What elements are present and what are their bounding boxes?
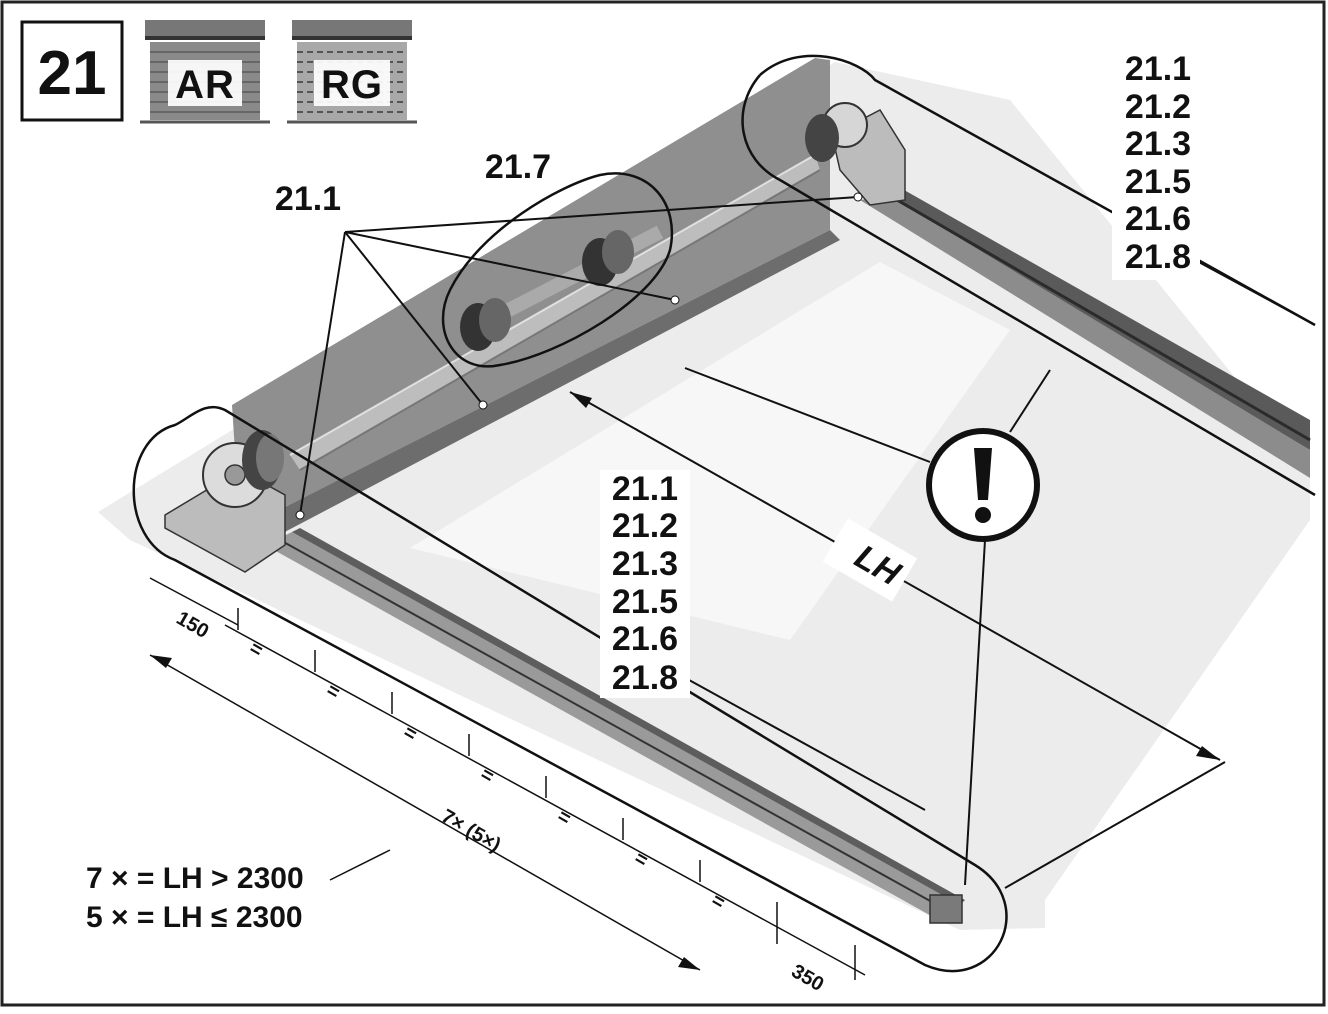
detail-circle-right	[741, 54, 1316, 497]
callout-group-front: 21.1 21.2 21.3 21.5 21.6 21.8	[600, 470, 690, 698]
callout-right-1: 21.1	[1125, 50, 1191, 88]
callout-right-3: 21.3	[1125, 125, 1191, 163]
equal-spacing-mark-4: =	[477, 763, 498, 788]
callout-front-1: 21.1	[612, 470, 678, 508]
door-opening	[410, 262, 1010, 640]
door-type-badge-ar: AR	[140, 20, 270, 124]
callout-front-5: 21.6	[612, 620, 678, 658]
callout-right-4: 21.5	[1125, 163, 1191, 201]
front-callout-leader	[679, 674, 926, 811]
right-guide-rail	[860, 182, 1311, 478]
front-guide-rail	[265, 528, 965, 924]
shaft-rollers	[460, 225, 664, 351]
spacing-count-label: 7× (5×)	[438, 805, 505, 856]
callout-front-4: 21.5	[612, 583, 678, 621]
equal-spacing-mark-1: =	[246, 637, 267, 662]
door-type-badge-rg: RG	[287, 20, 417, 124]
door-type-label-rg: RG	[321, 63, 383, 107]
callout-right-6: 21.8	[1125, 238, 1191, 276]
callout-right-5: 21.6	[1125, 200, 1191, 238]
detail-circle-center	[441, 172, 674, 368]
right-callout-leader	[1194, 259, 1316, 326]
step-number-box: 21	[20, 20, 124, 122]
step-number: 21	[38, 39, 107, 108]
offset-350-label: 350	[788, 960, 828, 996]
equal-spacing-mark-7: =	[708, 889, 729, 914]
detail-circle-left	[132, 405, 1008, 973]
rule-leader	[329, 849, 391, 881]
lh-dimension: LH	[569, 391, 1226, 889]
offset-150-label: 150	[173, 607, 213, 643]
fixing-leaders	[295, 192, 863, 520]
exclamation-warning-icon	[684, 367, 1051, 886]
equal-spacing-mark-5: =	[554, 805, 575, 830]
door-type-label-ar: AR	[175, 63, 235, 107]
callout-top-center: 21.7	[485, 148, 551, 186]
equal-spacing-mark-3: =	[400, 721, 421, 746]
equal-spacing-mark-2: =	[323, 679, 344, 704]
callout-right-2: 21.2	[1125, 88, 1191, 126]
rule-line-1: 7 × = LH > 2300	[86, 862, 304, 895]
spacing-rules: 7 × = LH > 2300 5 × = LH ≤ 2300	[86, 862, 304, 934]
callout-front-2: 21.2	[612, 507, 678, 545]
callout-group-right: 21.1 21.2 21.3 21.5 21.6 21.8	[1112, 50, 1200, 280]
callout-front-3: 21.3	[612, 545, 678, 583]
rule-line-2: 5 × = LH ≤ 2300	[86, 901, 303, 934]
spacing-dimension-chain	[149, 577, 866, 980]
callout-front-6: 21.8	[612, 659, 678, 697]
right-bracket	[805, 102, 906, 206]
equal-spacing-mark-6: =	[631, 847, 652, 872]
left-bracket	[164, 430, 286, 573]
callout-top-left: 21.1	[275, 180, 341, 218]
